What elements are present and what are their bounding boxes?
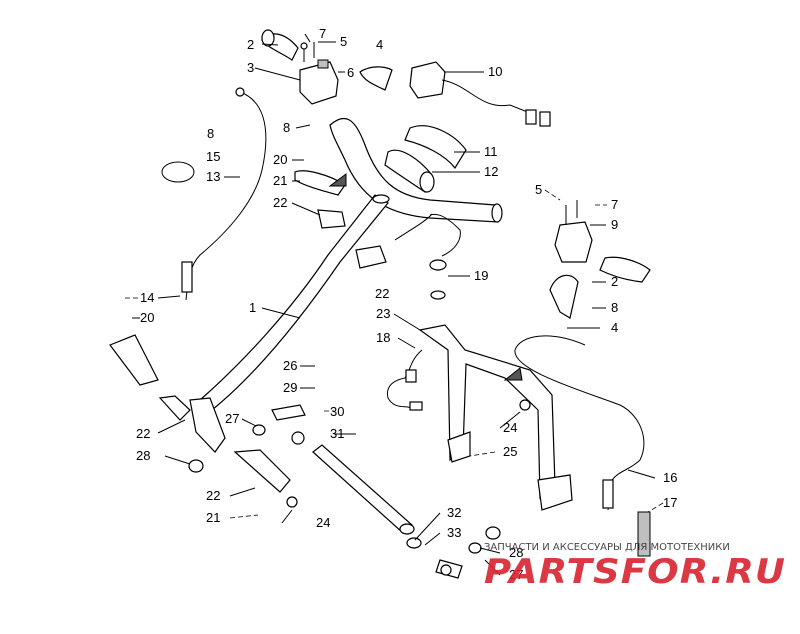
callout-2: 2 — [247, 37, 254, 52]
fastener-group — [109, 173, 531, 554]
callout-labels: 2 7 5 4 3 6 10 8 8 11 15 13 20 21 12 5 7… — [136, 26, 677, 582]
lever-part — [359, 66, 393, 91]
callout-3: 3 — [247, 60, 254, 75]
brake-cable-adjuster — [602, 479, 614, 509]
clamp-part — [355, 245, 387, 269]
leader-lines — [125, 33, 664, 576]
throttle-cable — [185, 91, 267, 301]
handlebar-pad-part — [384, 125, 467, 193]
callout-22: 22 — [206, 488, 220, 503]
callout-22: 22 — [136, 426, 150, 441]
callout-28: 28 — [136, 448, 150, 463]
callout-22: 22 — [375, 286, 389, 301]
callout-10: 10 — [488, 64, 502, 79]
callout-31: 31 — [330, 426, 344, 441]
left-control-assembly — [261, 29, 339, 105]
callout-11: 11 — [484, 144, 498, 159]
brake-cable — [514, 335, 645, 511]
callout-21: 21 — [206, 510, 220, 525]
callout-2: 2 — [611, 274, 618, 289]
cable-end-part — [235, 87, 245, 97]
callout-6: 6 — [347, 65, 354, 80]
callout-5: 5 — [340, 34, 347, 49]
callout-4: 4 — [376, 37, 383, 52]
snap-ring-part — [161, 161, 195, 183]
handlebar-part — [329, 117, 503, 223]
callout-16: 16 — [663, 470, 677, 485]
callout-25: 25 — [503, 444, 517, 459]
steering-support-part — [418, 324, 573, 511]
callout-24: 24 — [316, 515, 330, 530]
callout-9: 9 — [611, 217, 618, 232]
watermark-subtitle: ЗАПЧАСТИ И АКСЕССУАРЫ ДЛЯ МОТОТЕХНИКИ — [484, 542, 730, 553]
callout-21: 21 — [273, 173, 287, 188]
clamp-part — [317, 209, 346, 229]
callout-27: 27 — [225, 411, 239, 426]
callout-20: 20 — [140, 310, 154, 325]
tie-rod-end — [399, 523, 415, 535]
wiring-harness — [386, 349, 423, 409]
callout-30: 30 — [330, 404, 344, 419]
callout-8: 8 — [207, 126, 214, 141]
callout-26: 26 — [283, 358, 297, 373]
callout-7: 7 — [611, 197, 618, 212]
callout-14: 14 — [140, 290, 154, 305]
callout-1: 1 — [249, 300, 256, 315]
callout-15: 15 — [206, 149, 220, 164]
callout-27: 27 — [509, 567, 523, 582]
callout-29: 29 — [283, 380, 297, 395]
switch-housing-part — [409, 61, 551, 127]
watermark: ЗАПЧАСТИ И АКСЕССУАРЫ ДЛЯ МОТОТЕХНИКИ PA… — [484, 542, 786, 592]
callout-19: 19 — [474, 268, 488, 283]
callout-23: 23 — [376, 306, 390, 321]
callout-24: 24 — [503, 420, 517, 435]
harness-connector — [409, 401, 423, 411]
callout-17: 17 — [663, 495, 677, 510]
callout-13: 13 — [206, 169, 220, 184]
clamp-part — [294, 170, 346, 196]
throttle-housing-part — [554, 200, 651, 283]
spring-part — [637, 511, 651, 557]
steering-post-part — [189, 194, 390, 453]
callout-28: 28 — [509, 545, 523, 560]
callout-5: 5 — [535, 182, 542, 197]
callout-8: 8 — [611, 300, 618, 315]
callout-7: 7 — [319, 26, 326, 41]
stop-switch-nut — [430, 290, 446, 300]
callout-18: 18 — [376, 330, 390, 345]
callout-12: 12 — [484, 164, 498, 179]
callout-4: 4 — [611, 320, 618, 335]
lever-part — [549, 274, 579, 319]
tether-cord — [429, 213, 461, 257]
harness-connector — [405, 369, 417, 383]
cable-adjuster-part — [181, 261, 193, 293]
callout-20: 20 — [273, 152, 287, 167]
callout-32: 32 — [447, 505, 461, 520]
tether-cord — [394, 213, 433, 241]
rod-end-ball — [440, 564, 452, 576]
callout-8: 8 — [283, 120, 290, 135]
stop-switch-part — [429, 259, 447, 271]
watermark-logo: PARTSFOR.RU — [484, 552, 786, 592]
callout-22: 22 — [273, 195, 287, 210]
callout-33: 33 — [447, 525, 461, 540]
